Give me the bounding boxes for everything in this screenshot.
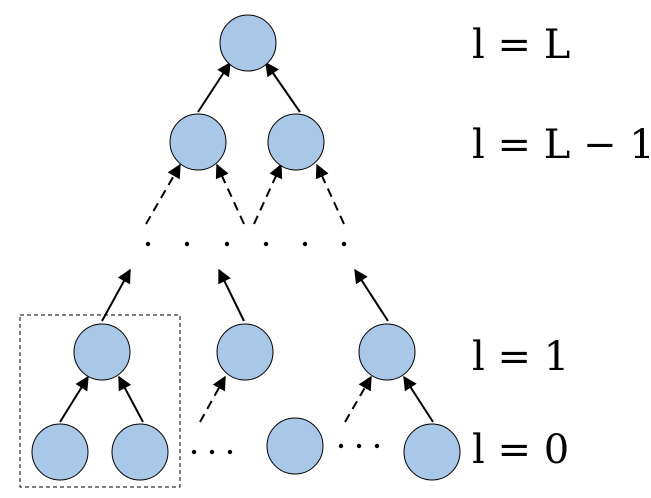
solid-edges: [59, 61, 434, 423]
level-l-minus-1-node: [169, 113, 227, 171]
dot: [227, 449, 233, 455]
edge-dashed-leaf3-right-up: [344, 375, 372, 423]
edge-dashed-into-left-mid: [145, 163, 181, 225]
dot: [338, 443, 344, 449]
root-node: [219, 14, 277, 72]
ellipsis-dots: [145, 241, 380, 455]
dot: [263, 241, 269, 247]
leaf-node: [266, 417, 324, 475]
level-label-1: l = 1: [472, 334, 569, 380]
level-label-L: l = L: [472, 22, 570, 68]
edge-dashed-into-right-mid-b: [315, 163, 345, 225]
dot: [184, 241, 190, 247]
dot: [224, 241, 230, 247]
level-1-node: [73, 323, 131, 381]
leaf-node: [403, 423, 461, 481]
dot: [302, 241, 308, 247]
edge-right-to-root: [265, 61, 301, 113]
level-label-0: l = 0: [472, 427, 569, 473]
dot: [209, 449, 215, 455]
edge-right-branch-up: [354, 268, 389, 322]
edge-leaf2-to-parent: [118, 375, 144, 423]
level-l-minus-1-node: [267, 113, 325, 171]
dashed-edges: [145, 163, 372, 423]
leaf-node: [31, 423, 89, 481]
level-label-L-minus-1: l = L − 1: [472, 122, 651, 168]
edge-leaf4-to-parent: [403, 375, 434, 423]
level-1-node: [358, 323, 416, 381]
dot: [356, 443, 362, 449]
dot: [191, 449, 197, 455]
edge-dashed-leaf3-up: [199, 375, 226, 423]
edge-leaf1-to-parent: [59, 375, 89, 423]
edge-middle-branch-up: [218, 268, 245, 322]
dot: [374, 443, 380, 449]
dot: [341, 241, 347, 247]
level-1-node: [216, 323, 274, 381]
nodes: [31, 14, 461, 481]
subtree-highlight-box: [19, 314, 181, 488]
edge-left-branch-up: [101, 268, 131, 322]
leaf-node: [111, 423, 169, 481]
edge-left-to-root: [197, 61, 231, 113]
edge-dashed-into-left-mid-b: [215, 163, 245, 225]
dot: [145, 241, 151, 247]
edge-dashed-into-right-mid: [253, 163, 283, 225]
